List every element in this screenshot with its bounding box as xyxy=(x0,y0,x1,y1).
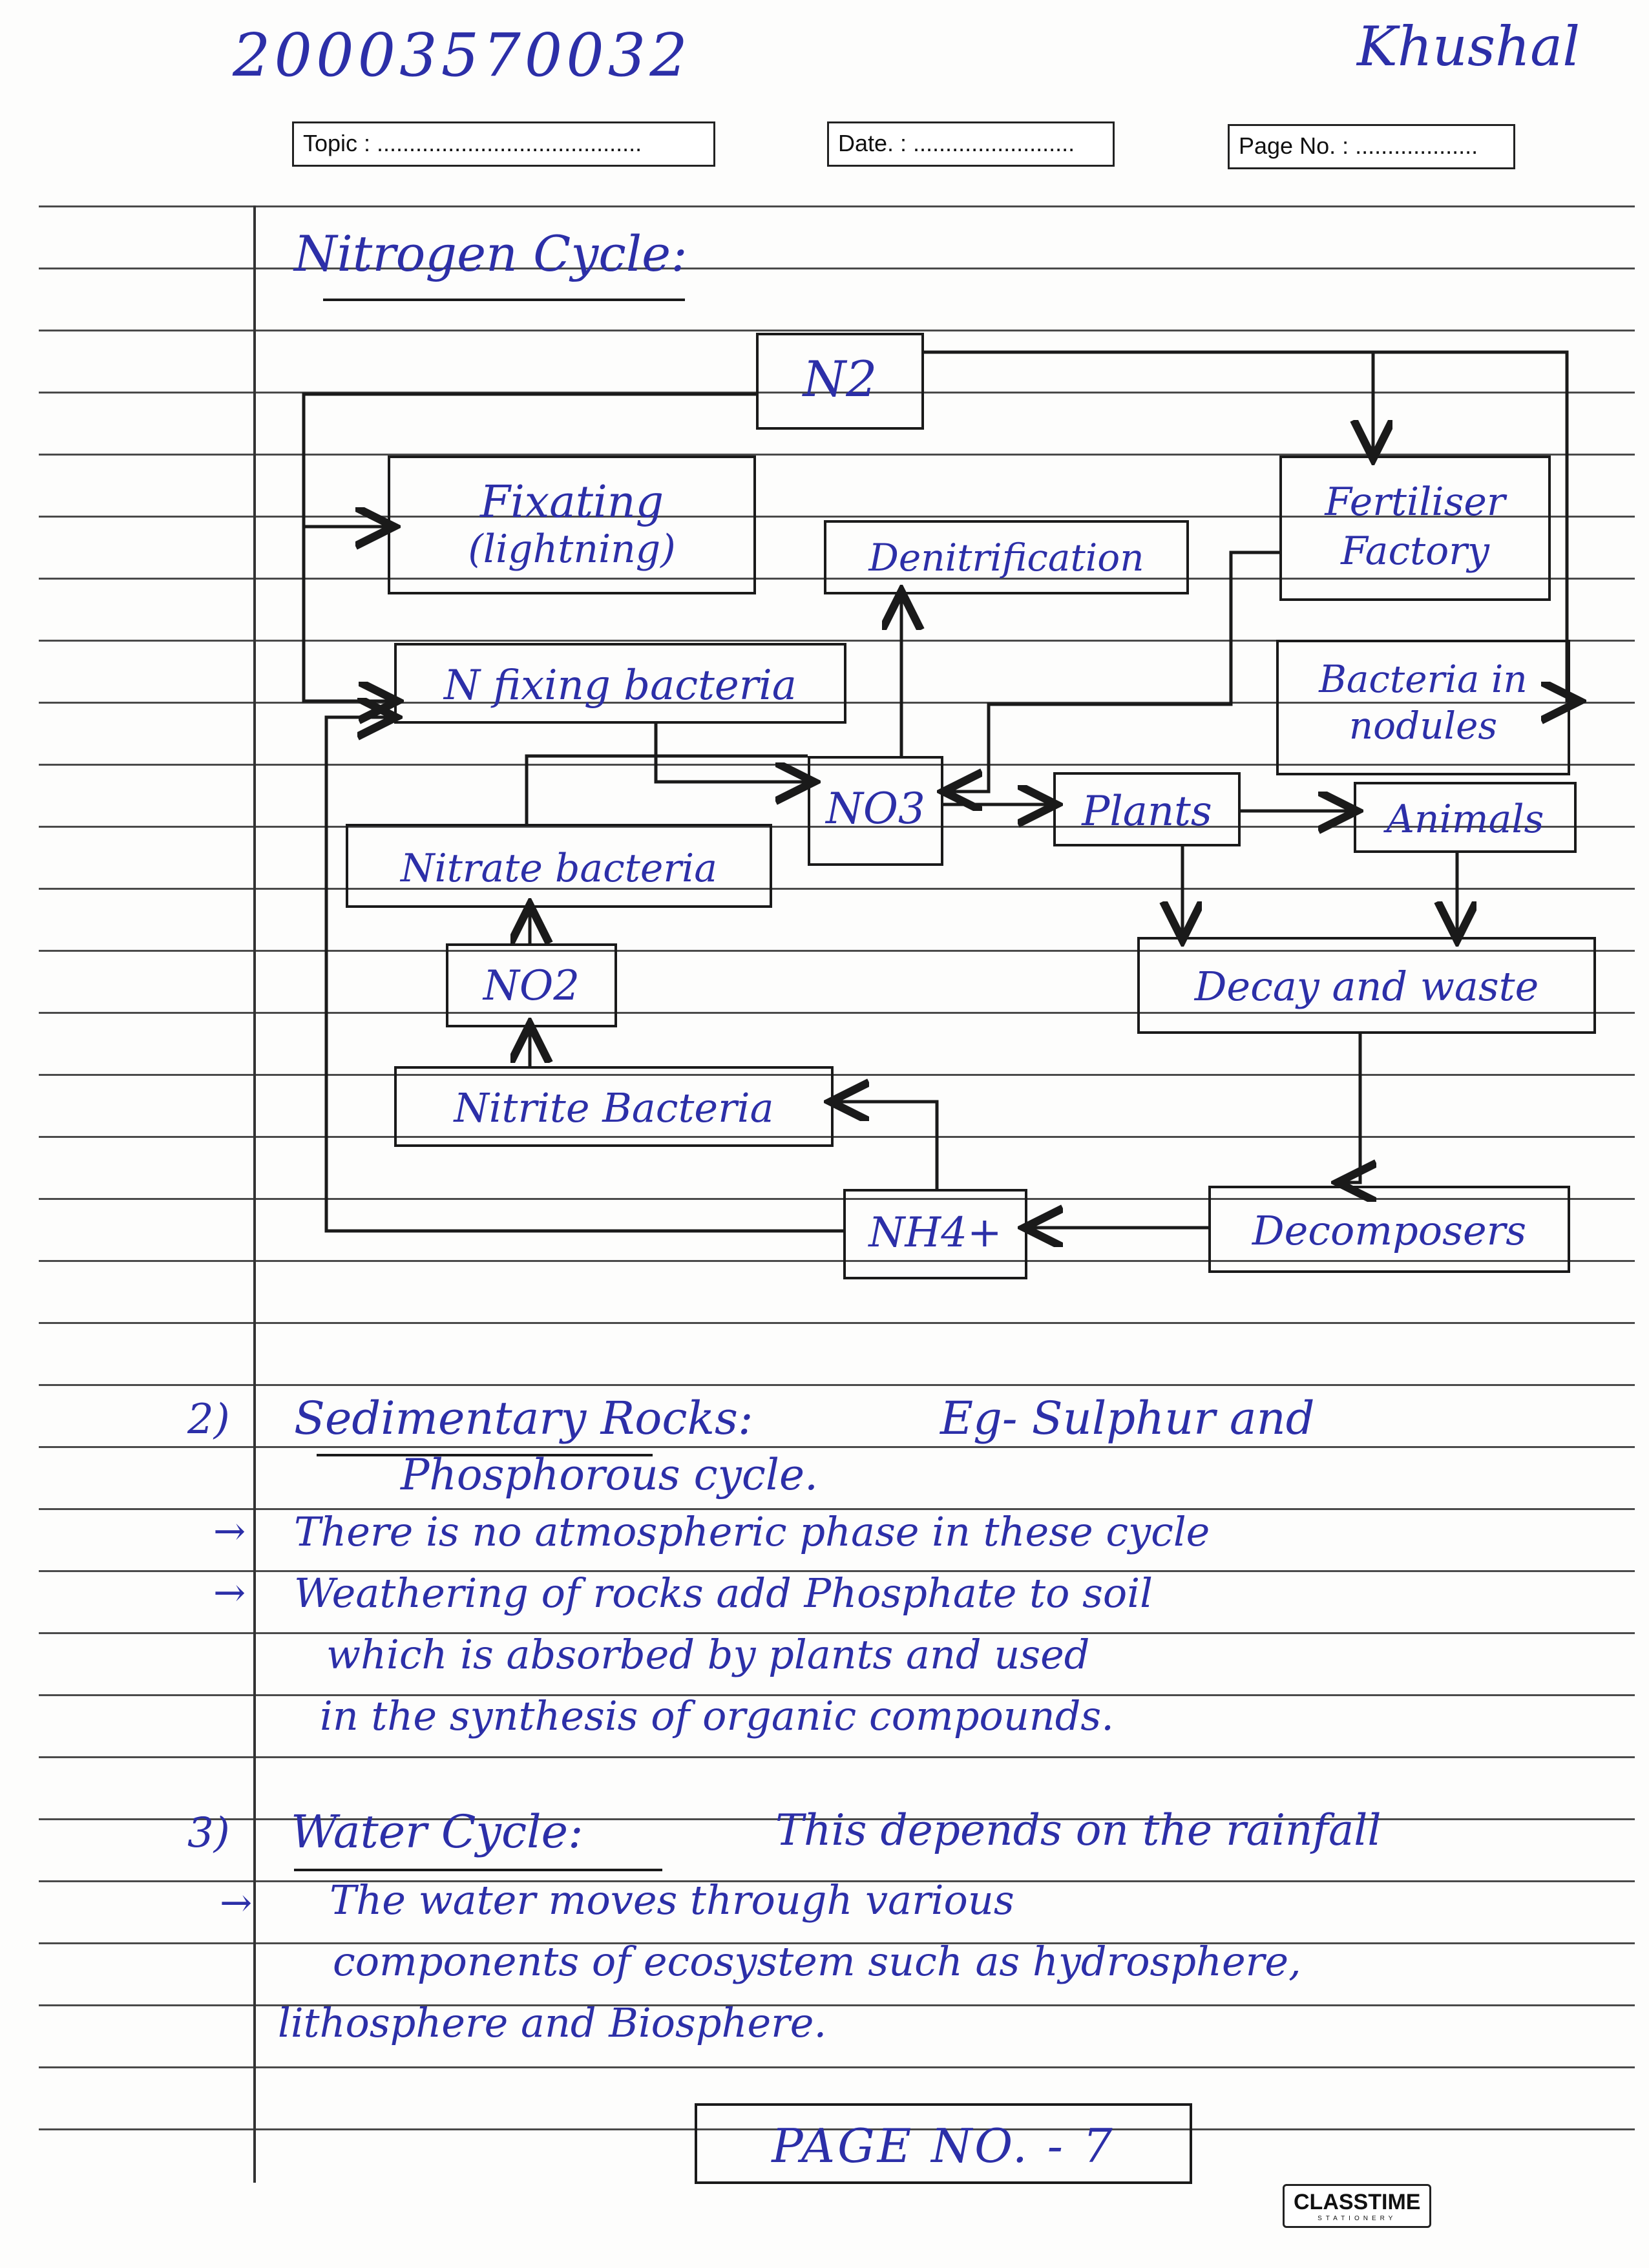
node-nitrite-label: Nitrite Bacteria xyxy=(454,1084,774,1131)
brand-name: CLASSTIME xyxy=(1294,2190,1421,2214)
node-plants-label: Plants xyxy=(1082,788,1212,835)
section-2-point-2b: which is absorbed by plants and used xyxy=(326,1631,1090,1678)
student-name: Khushal xyxy=(1357,15,1581,78)
node-n-fixing-bacteria: N fixing bacteria xyxy=(394,643,846,724)
node-fertiliser-line1: Fertiliser xyxy=(1325,479,1506,525)
node-nh4-label: NH4+ xyxy=(868,1209,1002,1257)
section-2-example: Eg- Sulphur and xyxy=(940,1392,1315,1445)
node-nodules-line1: Bacteria in xyxy=(1319,657,1528,701)
node-plants: Plants xyxy=(1053,772,1241,846)
node-no3-label: NO3 xyxy=(826,784,925,834)
section-3-point-1c: lithosphere and Biosphere. xyxy=(278,1999,827,2046)
node-nodules-line2: nodules xyxy=(1349,704,1498,748)
bullet-arrow-2: → xyxy=(213,1570,246,1615)
brand-sub: STATIONERY xyxy=(1318,2215,1397,2222)
section-2-underline xyxy=(317,1454,653,1456)
page-number-label: PAGE NO. - 7 xyxy=(772,2119,1115,2173)
node-n2-label: N2 xyxy=(803,350,877,408)
section-3-point-1b: components of ecosystem such as hydrosph… xyxy=(333,1938,1301,1985)
node-nitrate-label: Nitrate bacteria xyxy=(401,846,717,891)
node-fixating: Fixating (lightning) xyxy=(388,456,756,594)
node-decomposers-label: Decomposers xyxy=(1252,1207,1527,1254)
bullet-arrow-1: → xyxy=(213,1509,246,1554)
node-fertiliser-factory: Fertiliser Factory xyxy=(1279,456,1551,601)
margin-line xyxy=(253,205,256,2183)
node-denitrification-label: Denitrification xyxy=(868,536,1144,580)
node-nitrite-bacteria: Nitrite Bacteria xyxy=(394,1066,834,1147)
bullet-arrow-3: → xyxy=(220,1880,253,1926)
brand-logo: CLASSTIME STATIONERY xyxy=(1283,2184,1432,2228)
node-decomposers: Decomposers xyxy=(1208,1186,1570,1273)
node-fertiliser-line2: Factory xyxy=(1341,529,1489,574)
section-3-number: 3) xyxy=(187,1809,230,1857)
node-decay-waste: Decay and waste xyxy=(1137,937,1596,1034)
section-2-number: 2) xyxy=(187,1396,230,1444)
date-field: Date. : ......................... xyxy=(827,121,1115,167)
node-nh4: NH4+ xyxy=(843,1189,1027,1279)
node-no2-label: NO2 xyxy=(483,962,580,1010)
node-animals-label: Animals xyxy=(1386,797,1544,842)
section-3-lead: This depends on the rainfall xyxy=(775,1805,1381,1855)
node-no2: NO2 xyxy=(446,943,617,1027)
topic-field: Topic : ................................… xyxy=(292,121,715,167)
node-fixating-sub: (lightning) xyxy=(468,527,676,572)
page-no-field: Page No. : ................... xyxy=(1228,124,1515,169)
node-animals: Animals xyxy=(1354,782,1577,853)
section-2-point-1: There is no atmospheric phase in these c… xyxy=(294,1508,1210,1555)
node-no3: NO3 xyxy=(808,756,943,866)
section-3-point-1a: The water moves through various xyxy=(330,1876,1014,1924)
section-2-example-cont: Phosphorous cycle. xyxy=(401,1450,819,1500)
section-3-title: Water Cycle: xyxy=(291,1805,583,1858)
section-2-point-2a: Weathering of rocks add Phosphate to soi… xyxy=(294,1570,1153,1617)
section-2-title: Sedimentary Rocks: xyxy=(294,1392,753,1445)
section-3-underline xyxy=(294,1869,662,1871)
node-nitrate-bacteria: Nitrate bacteria xyxy=(346,824,772,908)
id-number: 20003570032 xyxy=(233,21,691,90)
node-fixating-label: Fixating xyxy=(479,477,664,528)
section-2-point-2c: in the synthesis of organic compounds. xyxy=(320,1692,1114,1739)
node-n-fixing-label: N fixing bacteria xyxy=(444,662,797,709)
node-denitrification: Denitrification xyxy=(824,520,1189,594)
diagram-title: Nitrogen Cycle: xyxy=(294,225,688,282)
node-decay-label: Decay and waste xyxy=(1194,963,1539,1010)
page-number-box: PAGE NO. - 7 xyxy=(695,2103,1192,2184)
node-bacteria-nodules: Bacteria in nodules xyxy=(1276,640,1570,775)
node-n2: N2 xyxy=(756,333,924,430)
title-underline xyxy=(323,299,685,301)
